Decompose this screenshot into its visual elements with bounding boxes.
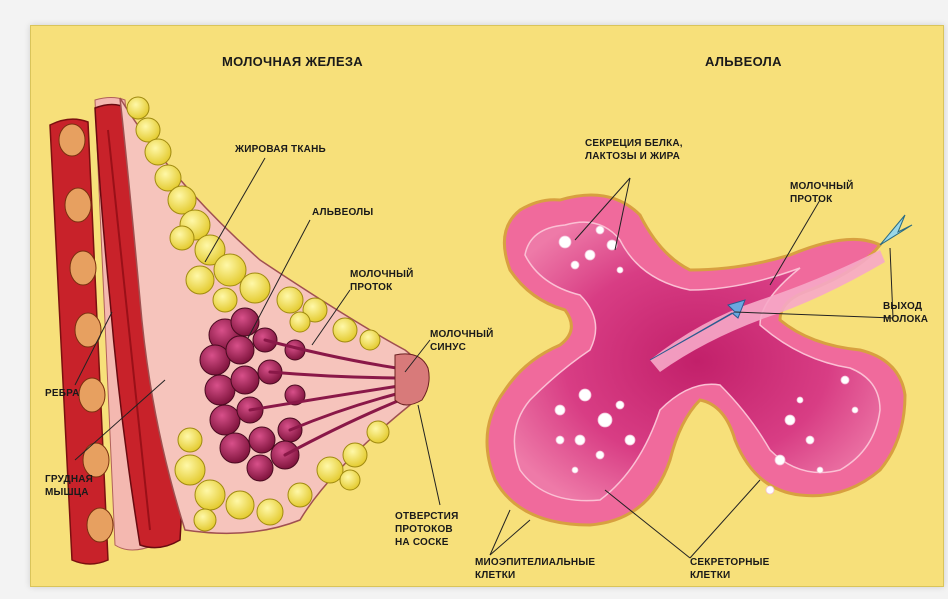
label-nipple-openings: ОТВЕРСТИЯ ПРОТОКОВ НА СОСКЕ (395, 510, 458, 549)
title-mammary-gland: МОЛОЧНАЯ ЖЕЛЕЗА (222, 55, 363, 68)
label-milk-exit: ВЫХОД МОЛОКА (883, 300, 928, 326)
alveolus (487, 195, 912, 525)
title-alveolus: АЛЬВЕОЛА (705, 55, 782, 68)
nipple (395, 354, 429, 405)
label-milk-sinus: МОЛОЧНЫЙ СИНУС (430, 328, 493, 354)
label-secretion: СЕКРЕЦИЯ БЕЛКА, ЛАКТОЗЫ И ЖИРА (585, 137, 683, 163)
label-milk-duct-right: МОЛОЧНЫЙ ПРОТОК (790, 180, 853, 206)
label-alveoli: АЛЬВЕОЛЫ (312, 206, 373, 219)
label-myoepithelial-cells: МИОЭПИТЕЛИАЛЬНЫЕ КЛЕТКИ (475, 556, 595, 582)
label-milk-duct-left: МОЛОЧНЫЙ ПРОТОК (350, 268, 413, 294)
label-secretory-cells: СЕКРЕТОРНЫЕ КЛЕТКИ (690, 556, 770, 582)
label-fat-tissue: ЖИРОВАЯ ТКАНЬ (235, 143, 326, 156)
label-pectoral-muscle: ГРУДНАЯ МЫШЦА (45, 473, 93, 499)
label-ribs: РЕБРА (45, 387, 80, 400)
